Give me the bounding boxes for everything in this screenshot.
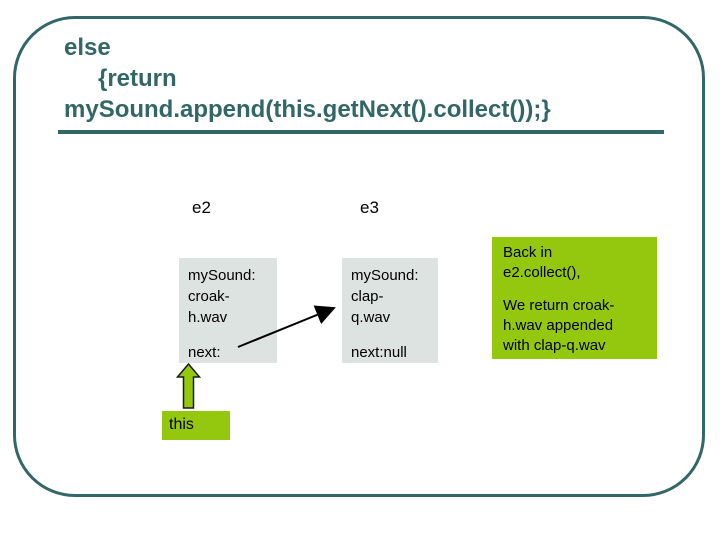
slide-border xyxy=(13,16,705,497)
node-field: croak- xyxy=(188,288,230,305)
callout-paragraph: We return croak- h.wav appended with cla… xyxy=(503,296,653,356)
callout-line: e2.collect(), xyxy=(503,264,581,281)
node-e2: mySound: croak- h.wav next: xyxy=(179,258,277,363)
this-label: this xyxy=(169,416,194,433)
title-line: else xyxy=(64,34,111,61)
node-field: mySound: xyxy=(351,267,419,284)
label-e2: e2 xyxy=(192,198,211,217)
title-line: {return xyxy=(98,65,177,92)
callout-line: We return croak- xyxy=(503,297,615,314)
callout-paragraph: Back in e2.collect(), xyxy=(503,243,653,283)
title-underline xyxy=(58,130,664,134)
node-field: mySound: xyxy=(188,267,256,284)
callout-box: Back in e2.collect(), We return croak- h… xyxy=(492,237,657,359)
label-e3: e3 xyxy=(360,198,379,217)
node-field: h.wav xyxy=(188,309,228,326)
callout-line: with clap-q.wav xyxy=(503,337,606,354)
node-e3: mySound: clap- q.wav next:null xyxy=(342,258,438,363)
node-next-field: next: xyxy=(188,344,221,361)
title-line: mySound.append(this.getNext().collect())… xyxy=(64,96,551,123)
callout-line: Back in xyxy=(503,244,553,261)
this-label-box: this xyxy=(162,411,230,440)
node-next-field: next:null xyxy=(351,344,407,361)
node-field: q.wav xyxy=(351,309,391,326)
node-field: clap- xyxy=(351,288,384,305)
code-title: else {return mySound.append(this.getNext… xyxy=(64,32,668,125)
callout-line: h.wav appended xyxy=(503,317,614,334)
